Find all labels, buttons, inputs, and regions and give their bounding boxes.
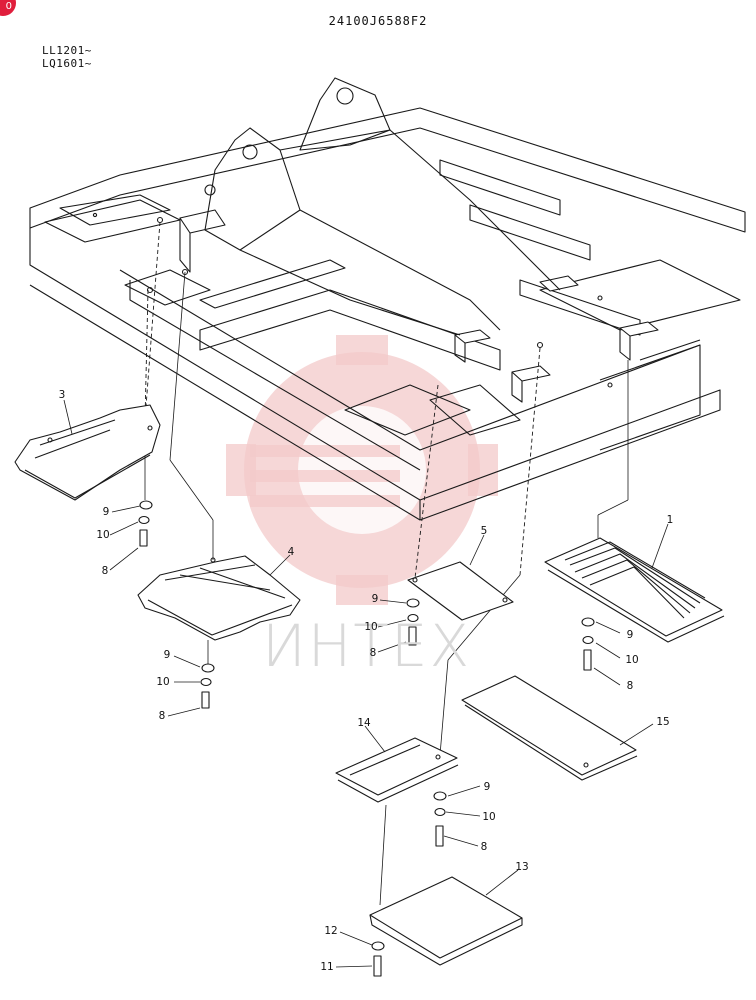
fastener-set-a bbox=[138, 500, 153, 547]
serial-range-2: LQ1601~ bbox=[42, 57, 92, 70]
fastener-set-d bbox=[581, 617, 595, 671]
callout-12: 12 bbox=[324, 925, 338, 937]
part-1-grille-cover bbox=[544, 537, 725, 643]
watermark-text: ИНТЕХ bbox=[262, 612, 472, 680]
callout-9: 9 bbox=[371, 593, 379, 605]
main-frame bbox=[29, 77, 746, 521]
part-4-cover-plate bbox=[137, 555, 301, 641]
callout-10: 10 bbox=[96, 529, 110, 541]
serial-range-1: LL1201~ bbox=[42, 44, 92, 57]
callout-1: 1 bbox=[666, 514, 674, 526]
watermark-logo bbox=[226, 335, 498, 605]
fastener-set-b bbox=[200, 663, 215, 709]
callout-9: 9 bbox=[102, 506, 110, 518]
callout-5: 5 bbox=[480, 525, 488, 537]
part-13-cover-plate bbox=[369, 876, 523, 966]
callout-4: 4 bbox=[287, 546, 295, 558]
callout-8: 8 bbox=[101, 565, 109, 577]
corner-badge: 0 bbox=[0, 0, 16, 16]
callout-8: 8 bbox=[626, 680, 634, 692]
callout-8: 8 bbox=[369, 647, 377, 659]
callout-10: 10 bbox=[482, 811, 496, 823]
callout-3: 3 bbox=[58, 389, 66, 401]
callout-11: 11 bbox=[320, 961, 334, 973]
callout-10: 10 bbox=[364, 621, 378, 633]
callout-10: 10 bbox=[156, 676, 170, 688]
drawing-code: 24100J6588F2 bbox=[328, 14, 428, 28]
callout-9: 9 bbox=[626, 629, 634, 641]
callout-8: 8 bbox=[480, 841, 488, 853]
callout-8: 8 bbox=[158, 710, 166, 722]
part-15-cover-plate bbox=[461, 675, 638, 781]
fastener-set-c bbox=[406, 598, 420, 646]
part-3-cover-plate bbox=[14, 404, 161, 501]
assembly-lines bbox=[144, 221, 629, 906]
callout-14: 14 bbox=[357, 717, 371, 729]
callout-9: 9 bbox=[163, 649, 171, 661]
part-5-cover-plate bbox=[407, 561, 514, 621]
callout-10: 10 bbox=[625, 654, 639, 666]
part-14-cover-plate bbox=[335, 737, 459, 803]
callout-leaders bbox=[63, 399, 669, 968]
fastener-set-e bbox=[433, 791, 447, 847]
callout-13: 13 bbox=[515, 861, 529, 873]
fastener-set-f bbox=[371, 941, 385, 977]
callout-15: 15 bbox=[656, 716, 670, 728]
callout-9: 9 bbox=[483, 781, 491, 793]
